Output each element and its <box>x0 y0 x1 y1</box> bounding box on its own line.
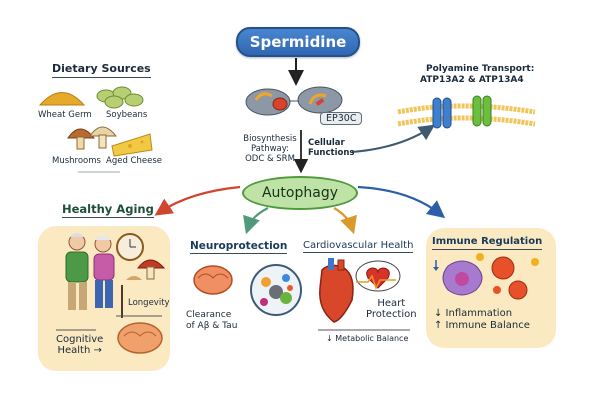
heart-icon <box>366 267 390 289</box>
inflammation-text: ↓ Inflammation <box>434 308 513 319</box>
transport-line-1: Polyamine Transport: <box>426 64 535 74</box>
longevity-label: Longevity <box>128 298 170 308</box>
cognitive-line-1: Cognitive <box>56 334 104 345</box>
arrow-to-neuroprotection <box>243 207 269 235</box>
spermidine-title: Spermidine <box>236 27 360 57</box>
clearance-line-2: of Aβ & Tau <box>186 321 238 331</box>
cellular-functions-label: Cellular Functions <box>308 138 354 158</box>
clearance-label: Clearance of Aβ & Tau <box>186 310 237 332</box>
soybeans-label: Soybeans <box>106 110 148 120</box>
immune-balance-text: ↑ Immune Balance <box>434 320 530 331</box>
protein-aggregate-icon <box>250 264 302 316</box>
anatomical-heart-icon <box>319 258 354 323</box>
down-arrow-icon <box>433 260 439 271</box>
immune-regulation-heading: Immune Regulation <box>432 236 543 250</box>
pathogen-icon <box>491 256 528 300</box>
cognitive-health-label: Cognitive Health → <box>56 334 103 356</box>
heart-line-1: Heart <box>377 298 406 309</box>
cardiovascular-heading: Cardiovascular Health <box>303 240 414 253</box>
wheat-germ-icon <box>38 92 86 106</box>
atp13a2-transporter-icon <box>432 97 452 129</box>
pathway-line-2: Pathway: <box>250 144 290 154</box>
arrow-to-healthy-aging <box>154 185 241 216</box>
soybeans-icon <box>96 86 144 109</box>
mushrooms-icon <box>67 126 118 150</box>
immune-balance-label: ↑ Immune Balance <box>434 320 530 332</box>
autophagy-node: Autophagy <box>242 176 358 210</box>
immune-effects: ↓ Inflammation ↑ Immune Balance <box>434 308 530 332</box>
wheat-germ-label: Wheat Germ <box>38 110 92 120</box>
brain-icon <box>117 322 163 354</box>
cellular-line-1: Cellular <box>308 138 345 148</box>
polyamine-transport-heading: Polyamine Transport: ATP13A2 & ATP13A4 <box>420 64 534 86</box>
atp13a4-transporter-icon <box>472 95 492 127</box>
dietary-sources-heading: Dietary Sources <box>52 62 151 78</box>
heart-protection-label: Heart Protection <box>366 298 417 320</box>
arrow-to-transport <box>351 124 435 153</box>
pathway-line-3: ODC & SRM <box>245 154 295 164</box>
heart-line-2: Protection <box>366 309 417 320</box>
healthy-aging-heading: Healthy Aging <box>62 202 154 218</box>
brain-icon <box>193 265 233 295</box>
mushroom-icon <box>126 259 166 280</box>
elderly-couple-icon <box>65 233 123 318</box>
aged-cheese-icon <box>111 133 153 157</box>
mushrooms-label: Mushrooms <box>52 156 101 166</box>
inflammation-label: ↓ Inflammation <box>434 308 530 320</box>
clearance-line-1: Clearance <box>186 310 232 320</box>
odc-enzyme-icon <box>245 88 291 116</box>
aged-cheese-label: Aged Cheese <box>106 156 162 166</box>
macrophage-icon <box>442 260 483 296</box>
pathway-line-1: Biosynthesis <box>243 134 297 144</box>
arrow-to-cardiovascular <box>333 207 357 235</box>
neuroprotection-heading: Neuroprotection <box>190 240 288 254</box>
cellular-line-2: Functions <box>308 148 355 158</box>
arrow-to-immune <box>357 185 446 219</box>
biosynthesis-pathway-label: Biosynthesis Pathway: ODC & SRM <box>240 134 300 164</box>
ep30c-badge: EP30C <box>320 112 363 125</box>
cognitive-line-2: Health → <box>57 345 102 356</box>
transport-line-2: ATP13A2 & ATP13A4 <box>420 75 524 85</box>
clock-icon <box>116 233 144 261</box>
metabolic-balance-label: ↓ Metabolic Balance <box>326 334 409 343</box>
